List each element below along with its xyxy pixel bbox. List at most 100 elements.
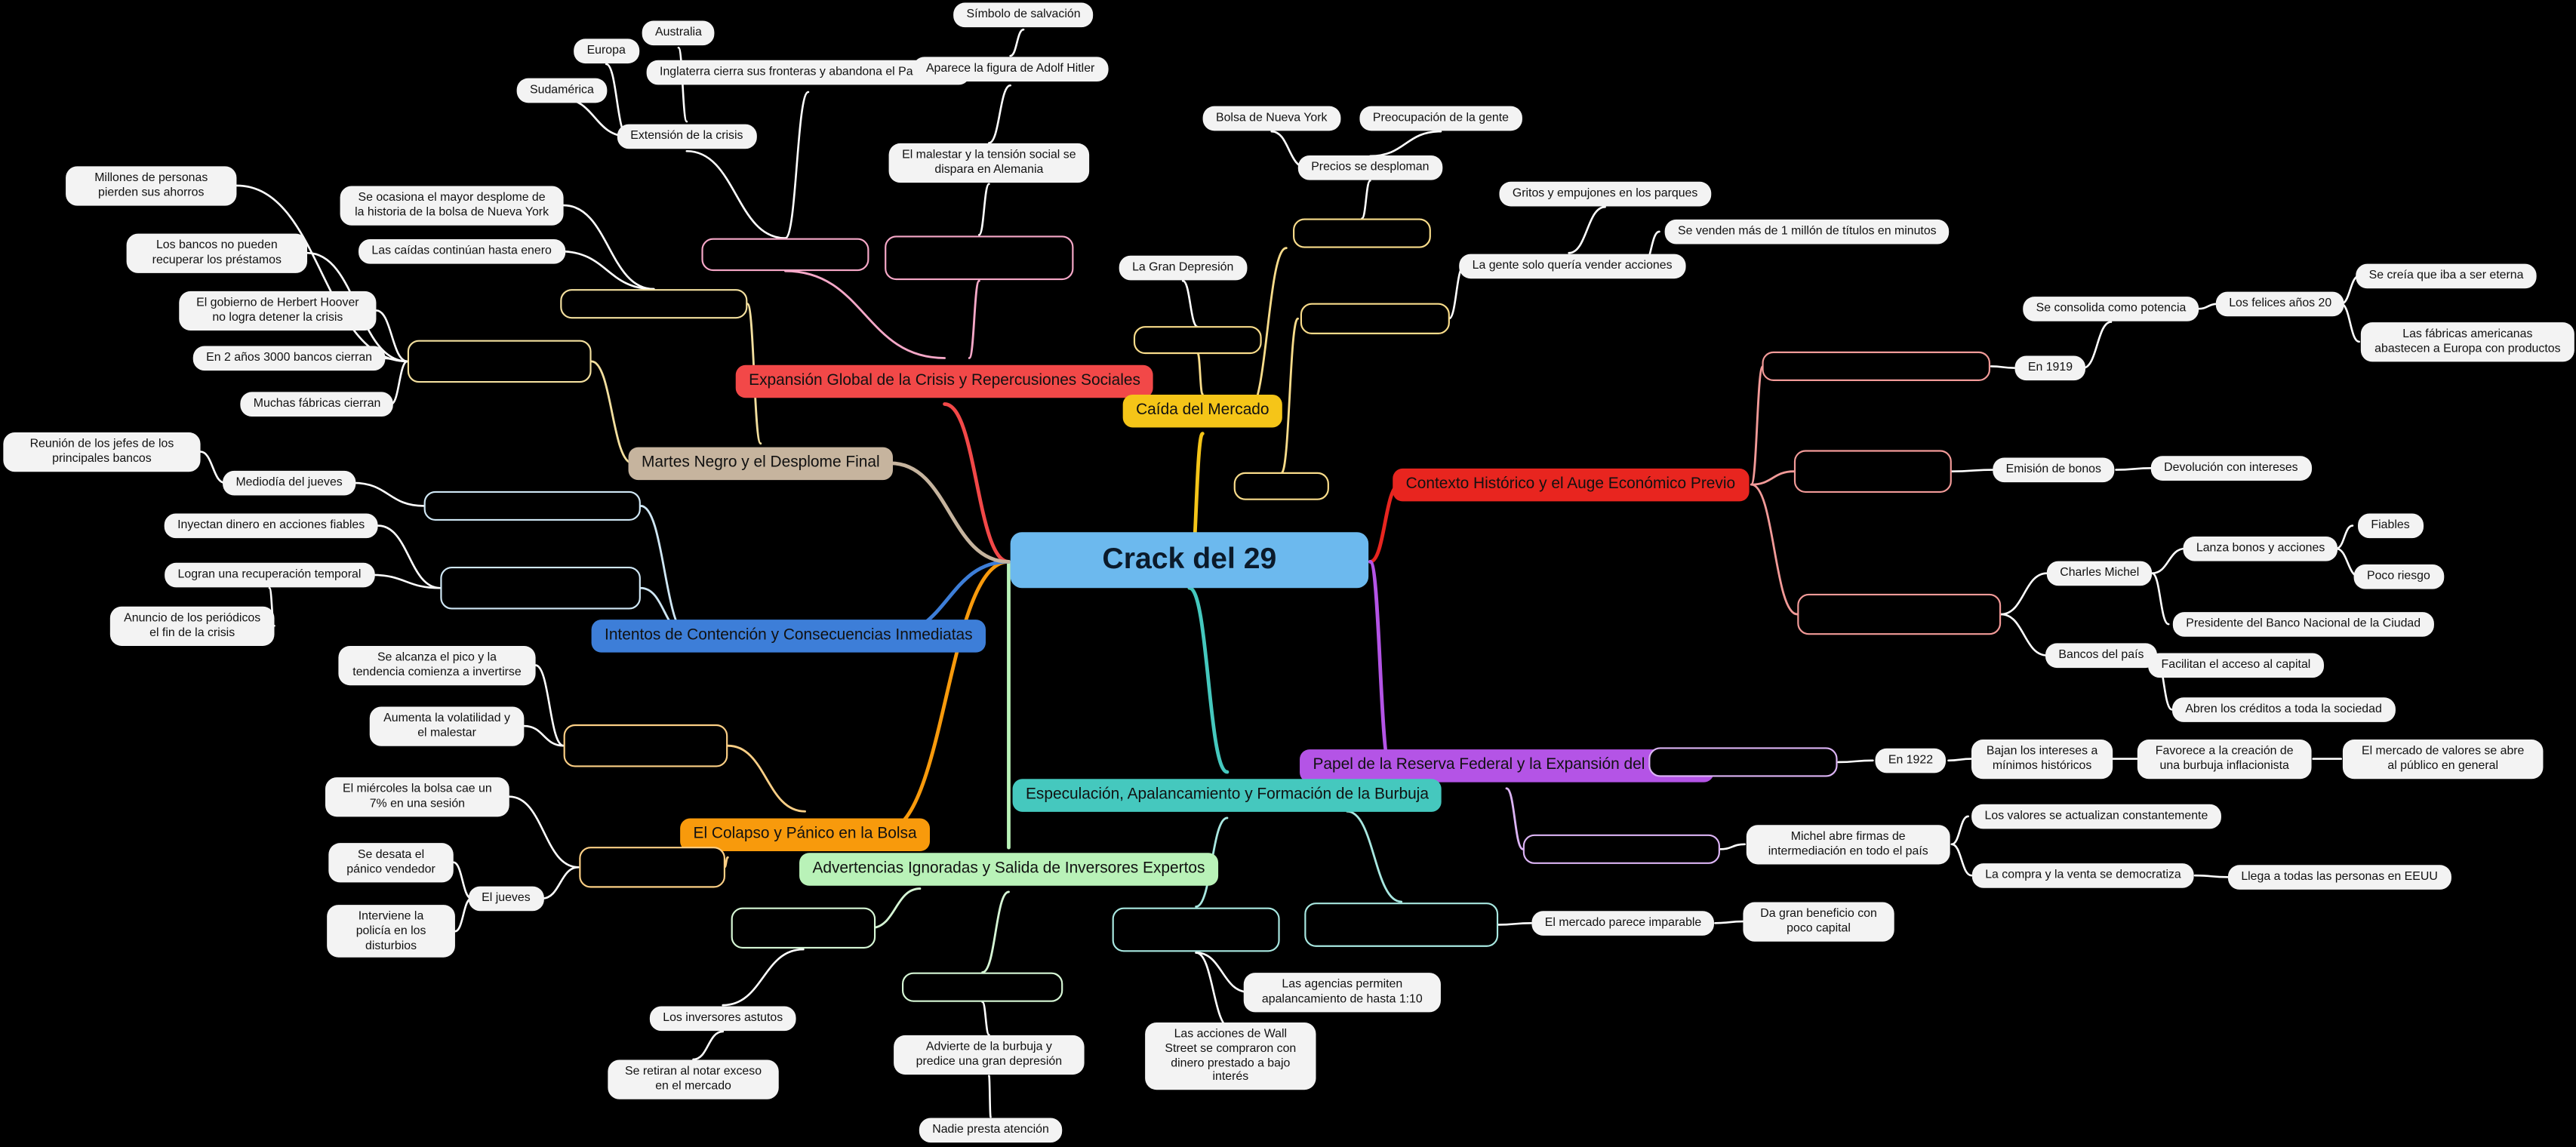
leaf-gran-beneficio[interactable]: Da gran beneficio con poco capital (1743, 902, 1894, 941)
leaf-michel-firmas[interactable]: Michel abre firmas de intermediación en … (1746, 825, 1950, 864)
blank-node[interactable] (1304, 903, 1499, 947)
blank-node[interactable] (1522, 834, 1720, 864)
connector-line (692, 1030, 725, 1061)
blank-node[interactable] (1112, 907, 1280, 952)
leaf-fabricas-europa[interactable]: Las fábricas americanas abastecen a Euro… (2360, 322, 2574, 361)
blank-node[interactable] (1797, 593, 2002, 635)
leaf-gritos-parques[interactable]: Gritos y empujones en los parques (1499, 181, 1711, 206)
leaf-fiables[interactable]: Fiables (2358, 513, 2424, 538)
leaf-compra-venta[interactable]: La compra y la venta se democratiza (1971, 863, 2195, 888)
branch-reserva-federal[interactable]: Papel de la Reserva Federal y la Expansi… (1300, 749, 1713, 782)
leaf-el-jueves[interactable]: El jueves (468, 886, 544, 911)
leaf-inversores-astutos[interactable]: Los inversores astutos (649, 1006, 796, 1031)
blank-node[interactable] (701, 238, 869, 272)
leaf-3000-bancos[interactable]: En 2 años 3000 bancos cierran (192, 346, 386, 371)
blank-node[interactable] (1293, 218, 1431, 248)
leaf-policia-disturbios[interactable]: Interviene la policía en los disturbios (327, 905, 455, 958)
leaf-llega-personas[interactable]: Llega a todas las personas en EEUU (2227, 865, 2451, 890)
leaf-poco-riesgo[interactable]: Poco riesgo (2353, 564, 2444, 589)
leaf-valores-actualizan[interactable]: Los valores se actualizan constantemente (1971, 804, 2221, 829)
blank-node[interactable] (1648, 747, 1838, 777)
leaf-en-1922[interactable]: En 1922 (1875, 748, 1947, 773)
leaf-bajan-intereses[interactable]: Bajan los intereses a mínimos históricos (1971, 740, 2113, 779)
leaf-extension-crisis[interactable]: Extensión de la crisis (617, 124, 756, 149)
root-node[interactable]: Crack del 29 (1010, 532, 1369, 589)
leaf-advierte-burbuja[interactable]: Advierte de la burbuja y predice una gra… (894, 1035, 1085, 1074)
leaf-creia-eterna[interactable]: Se creía que iba a ser eterna (2356, 263, 2537, 288)
leaf-pico-tendencia[interactable]: Se alcanza el pico y la tendencia comien… (338, 645, 536, 685)
leaf-herbert-hoover[interactable]: El gobierno de Herbert Hoover no logra d… (179, 291, 377, 330)
blank-node[interactable] (423, 490, 641, 521)
branch-crisis-global[interactable]: Expansión Global de la Crisis y Repercus… (735, 364, 1154, 398)
leaf-mayor-desplome[interactable]: Se ocasiona el mayor desplome de la hist… (340, 186, 564, 225)
leaf-vender-acciones[interactable]: La gente solo quería vender acciones (1459, 254, 1685, 278)
leaf-apalancamiento[interactable]: Las agencias permiten apalancamiento de … (1243, 973, 1441, 1012)
branch-contexto-historico[interactable]: Contexto Histórico y el Auge Económico P… (1393, 468, 1749, 501)
branch-intentos-contencion[interactable]: Intentos de Contención y Consecuencias I… (591, 620, 986, 652)
leaf-consolida-potencia[interactable]: Se consolida como potencia (2023, 297, 2199, 321)
leaf-acciones-wall-street[interactable]: Las acciones de Wall Street se compraron… (1145, 1022, 1316, 1090)
leaf-caidas-enero[interactable]: Las caídas continúan hasta enero (359, 238, 565, 264)
leaf-volatilidad[interactable]: Aumenta la volatilidad y el malestar (369, 706, 525, 746)
leaf-mercado-publico[interactable]: El mercado de valores se abre al público… (2342, 740, 2544, 779)
leaf-reunion-jefes[interactable]: Reunión de los jefes de los principales … (3, 432, 201, 472)
blank-node[interactable] (1762, 351, 1991, 381)
leaf-preocupacion-gente[interactable]: Preocupación de la gente (1359, 106, 1522, 131)
leaf-australia[interactable]: Australia (642, 20, 716, 45)
leaf-europa[interactable]: Europa (574, 38, 639, 63)
blank-node[interactable] (1133, 326, 1262, 355)
connector-line (981, 1001, 990, 1036)
leaf-fabricas-cierran[interactable]: Muchas fábricas cierran (240, 392, 394, 417)
leaf-charles-michel[interactable]: Charles Michel (2046, 561, 2153, 586)
leaf-inyectan-dinero[interactable]: Inyectan dinero en acciones fiables (164, 513, 378, 538)
leaf-felices-anos-20[interactable]: Los felices años 20 (2215, 291, 2345, 316)
leaf-miercoles-bolsa[interactable]: El miércoles la bolsa cae un 7% en una s… (325, 777, 509, 816)
blank-node[interactable] (1300, 303, 1450, 334)
leaf-se-retiran[interactable]: Se retiran al notar exceso en el mercado (608, 1059, 779, 1099)
leaf-mediodia-jueves[interactable]: Mediodía del jueves (223, 470, 356, 495)
leaf-presidente-banco[interactable]: Presidente del Banco Nacional de la Ciud… (2172, 612, 2434, 637)
blank-node[interactable] (407, 340, 592, 383)
leaf-en-1919[interactable]: En 1919 (2014, 355, 2086, 380)
connector-line (1950, 843, 1973, 877)
leaf-devolucion-intereses[interactable]: Devolución con intereses (2150, 456, 2312, 481)
branch-especulacion[interactable]: Especulación, Apalancamiento y Formación… (1012, 779, 1442, 811)
leaf-abren-creditos[interactable]: Abren los créditos a toda la sociedad (2171, 697, 2396, 722)
leaf-sudamerica[interactable]: Sudamérica (516, 78, 608, 103)
branch-colapso-panico[interactable]: El Colapso y Pánico en la Bolsa (680, 818, 930, 850)
blank-node[interactable] (731, 907, 876, 949)
leaf-bancos-pais[interactable]: Bancos del país (2045, 643, 2157, 668)
connector-line (1999, 613, 2048, 657)
branch-advertencias[interactable]: Advertencias Ignoradas y Salida de Inver… (799, 853, 1218, 885)
blank-node[interactable] (885, 235, 1074, 281)
leaf-adolf-hitler[interactable]: Aparece la figura de Adolf Hitler (913, 57, 1108, 81)
connector-line (888, 461, 1011, 564)
blank-node[interactable] (1233, 472, 1329, 500)
leaf-mercado-imparable[interactable]: El mercado parece imparable (1531, 911, 1715, 936)
leaf-gran-depresion[interactable]: La Gran Depresión (1119, 255, 1247, 280)
blank-node[interactable] (579, 847, 725, 888)
blank-node[interactable] (563, 724, 728, 767)
blank-node[interactable] (440, 566, 641, 610)
connector-line (1947, 758, 1973, 762)
leaf-bolsa-nueva-york[interactable]: Bolsa de Nueva York (1202, 106, 1340, 131)
leaf-anuncio-periodicos[interactable]: Anuncio de los periódicos el fin de la c… (109, 606, 275, 645)
leaf-acceso-capital[interactable]: Facilitan el acceso al capital (2148, 653, 2324, 678)
leaf-burbuja-inflacionista[interactable]: Favorece a la creación de una burbuja in… (2137, 740, 2312, 779)
blank-node[interactable] (1793, 450, 1952, 493)
blank-node[interactable] (560, 289, 748, 319)
leaf-precios-desploman[interactable]: Precios se desploman (1297, 155, 1442, 180)
leaf-lanza-bonos-acciones[interactable]: Lanza bonos y acciones (2183, 536, 2338, 561)
leaf-millones-ahorros[interactable]: Millones de personas pierden sus ahorros (66, 166, 237, 205)
leaf-emision-bonos[interactable]: Emisión de bonos (1993, 457, 2115, 482)
branch-caida-mercado[interactable]: Caída del Mercado (1122, 394, 1282, 427)
leaf-recuperacion-temporal[interactable]: Logran una recuperación temporal (165, 562, 374, 587)
leaf-bancos-prestamos[interactable]: Los bancos no pueden recuperar los prést… (126, 233, 308, 272)
leaf-millon-titulos[interactable]: Se venden más de 1 millón de títulos en … (1664, 219, 1950, 244)
blank-node[interactable] (901, 972, 1063, 1002)
leaf-panico-vendedor[interactable]: Se desata el pánico vendedor (328, 843, 454, 882)
leaf-simbolo-salvacion[interactable]: Símbolo de salvación (953, 2, 1094, 27)
branch-martes-negro[interactable]: Martes Negro y el Desplome Final (628, 447, 894, 480)
leaf-nadie-atencion[interactable]: Nadie presta atención (919, 1118, 1063, 1142)
leaf-malestar-alemania[interactable]: El malestar y la tensión social se dispa… (888, 143, 1090, 183)
